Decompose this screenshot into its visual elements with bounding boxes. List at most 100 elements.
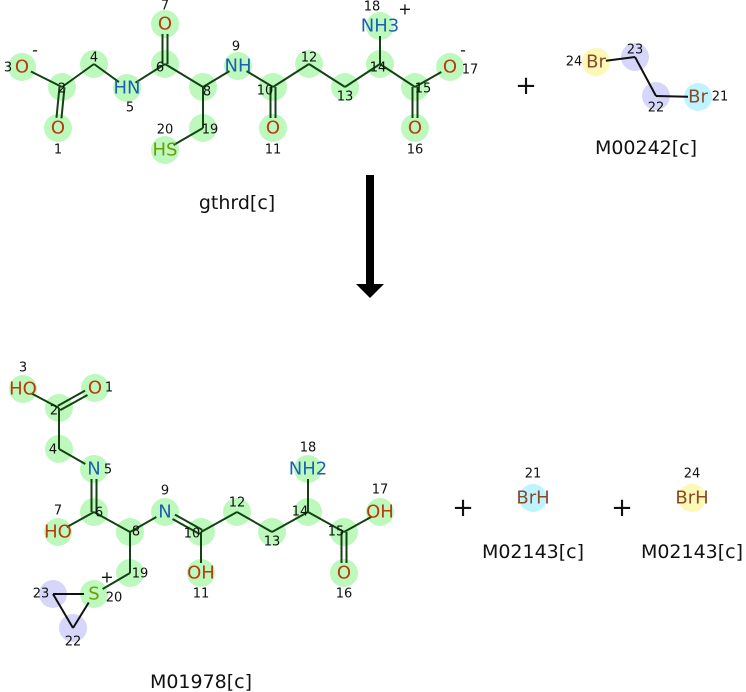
atom-number: 23	[33, 587, 50, 602]
atom-label-21: BrH	[516, 488, 549, 509]
charge-sign: +	[398, 0, 411, 19]
atom-label-20: HS	[153, 140, 178, 161]
atom-number: 24	[684, 467, 701, 482]
atom-number: 20	[106, 591, 123, 606]
atom-number: 19	[132, 567, 149, 582]
atom-number: 4	[90, 51, 98, 66]
charge-sign: -	[460, 41, 466, 60]
charge-sign: -	[32, 41, 38, 60]
double-bond	[59, 394, 88, 412]
arrow-shaft	[366, 175, 374, 287]
atom-number: 3	[19, 361, 27, 376]
single-bond	[52, 593, 74, 629]
single-bond	[343, 515, 372, 533]
single-bond	[72, 601, 90, 629]
atom-number: 16	[407, 143, 424, 158]
atom-highlight-17	[366, 498, 394, 526]
molecule-name: gthrd[c]	[199, 192, 275, 214]
single-bond	[236, 511, 273, 533]
atom-highlight-24	[582, 48, 610, 76]
double-bond	[55, 86, 61, 118]
single-bond	[344, 63, 381, 88]
bonds	[31, 389, 372, 629]
atom-label-3: HO	[9, 379, 37, 400]
atom-highlights	[519, 484, 547, 512]
single-bond	[129, 516, 157, 533]
double-bond	[174, 513, 203, 531]
atom-number: 12	[301, 51, 318, 66]
single-bond	[66, 511, 95, 529]
single-bond	[272, 63, 310, 88]
atom-label-20: S	[88, 584, 99, 605]
atom-number: 17	[372, 483, 389, 498]
atom-number: 20	[157, 123, 174, 138]
single-bond	[61, 63, 95, 88]
atom-number: 22	[648, 101, 665, 116]
atom-number: 10	[257, 84, 274, 99]
atom-highlight-1	[81, 374, 109, 402]
atom-highlight-1	[44, 114, 72, 142]
atom-label-7: HO	[44, 522, 72, 543]
atom-number: 23	[627, 43, 644, 58]
atom-number: 13	[264, 535, 281, 550]
single-bond	[655, 95, 689, 98]
atom-label-16: O	[337, 563, 351, 584]
atom-label-11: OH	[187, 563, 215, 584]
atom-number: 18	[300, 441, 317, 456]
charge-sign: +	[100, 568, 113, 587]
atom-number: 14	[370, 61, 387, 76]
atom-number: 1	[105, 381, 113, 396]
atom-label-5: HN	[114, 78, 141, 99]
single-bond	[102, 572, 131, 590]
atom-highlight-3	[9, 375, 37, 403]
single-bond	[246, 70, 274, 88]
single-bond	[31, 392, 60, 409]
atom-number: 4	[49, 443, 57, 458]
atom-label-17: O	[443, 57, 457, 78]
atom-highlight-7	[151, 10, 179, 38]
atom-label-17: OH	[366, 502, 394, 523]
double-bond	[57, 389, 86, 407]
single-bond	[605, 56, 636, 62]
atom-label-16: O	[408, 118, 422, 139]
atom-label-7: O	[158, 14, 172, 35]
arrow-head-icon	[356, 284, 384, 298]
atom-number: 18	[364, 0, 381, 15]
atom-number: 3	[4, 61, 12, 76]
atom-highlight-17	[436, 53, 464, 81]
atom-number: 21	[525, 467, 542, 482]
atom-number: 16	[336, 587, 353, 602]
atom-label-18: NH3	[361, 16, 399, 37]
plus-sign: +	[611, 493, 633, 523]
atom-highlight-24	[678, 484, 706, 512]
single-bond	[379, 63, 416, 88]
atom-number: 19	[202, 123, 219, 138]
atom-highlight-11	[259, 114, 287, 142]
single-bond	[308, 63, 346, 88]
atom-label-24: Br	[586, 52, 606, 73]
atom-number: 11	[193, 587, 210, 602]
molecule-name: M01978[c]	[150, 671, 252, 692]
atom-number: 17	[462, 63, 479, 78]
molecule-name: M02143[c]	[641, 541, 743, 563]
atom-highlight-16	[330, 559, 358, 587]
atom-label-24: BrH	[675, 488, 708, 509]
atom-label-3: O	[15, 57, 29, 78]
atom-highlight-16	[401, 114, 429, 142]
atom-number: 15	[328, 525, 345, 540]
atom-highlights	[678, 484, 706, 512]
atom-label-18: NH2	[289, 459, 327, 480]
plus-sign: +	[515, 71, 537, 101]
atom-number: 24	[566, 55, 583, 70]
atom-number: 12	[229, 496, 246, 511]
molecule-name: M02143[c]	[482, 541, 584, 563]
atom-highlight-18	[366, 12, 394, 40]
single-bond	[414, 71, 442, 88]
atom-highlight-9	[151, 498, 179, 526]
atom-highlight-21	[519, 484, 547, 512]
